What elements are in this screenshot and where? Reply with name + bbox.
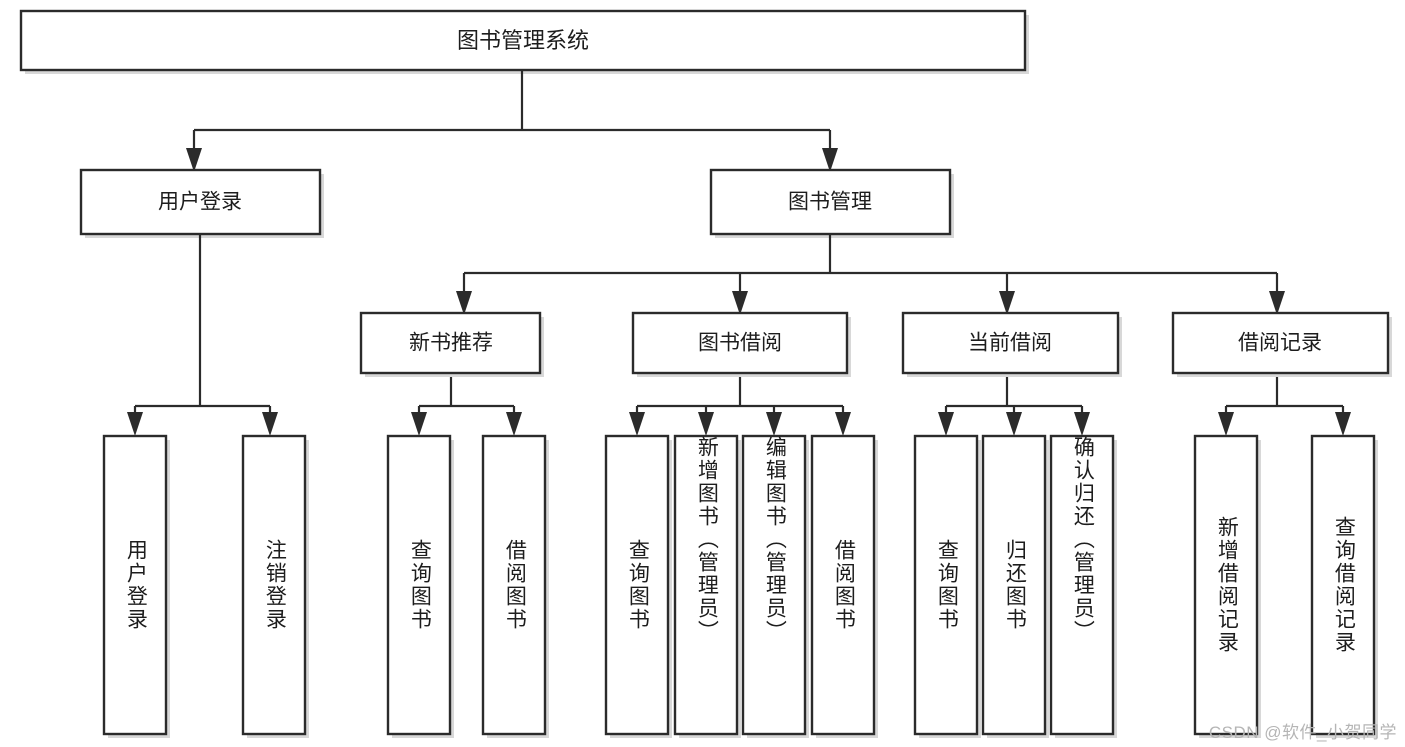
connector-newbook-to-leaves	[417, 377, 516, 420]
leaf-box-user-login-0[interactable]	[102, 434, 168, 736]
arrowhead-leaf	[1006, 412, 1022, 436]
arrowhead-leaf	[506, 412, 522, 436]
leaf-box-borrow-record-0[interactable]	[1193, 434, 1259, 736]
connector-userlogin-to-leaves	[133, 234, 272, 420]
node-book-borrow-box[interactable]	[631, 311, 849, 375]
leaf-boxes[interactable]	[102, 434, 1376, 736]
leaf-box-book-borrow-2[interactable]	[741, 434, 807, 736]
node-user-login[interactable]: 用户登录	[79, 168, 322, 236]
leaf-box-book-borrow-3[interactable]	[810, 434, 876, 736]
node-root-box[interactable]	[19, 9, 1027, 72]
leaf-box-new-book-1[interactable]	[481, 434, 547, 736]
node-user-login-box[interactable]	[79, 168, 322, 236]
node-new-book-recommend-box[interactable]	[359, 311, 542, 375]
node-root-label: 图书管理系统	[457, 28, 589, 53]
node-book-management-box[interactable]	[709, 168, 952, 236]
node-new-book-recommend[interactable]: 新书推荐	[359, 311, 542, 375]
node-current-borrow-label: 当前借阅	[968, 332, 1052, 355]
arrowhead-leaf	[835, 412, 851, 436]
node-borrow-record[interactable]: 借阅记录	[1171, 311, 1390, 375]
arrowhead-to-new-book	[456, 291, 472, 315]
arrowhead-to-current-borrow	[999, 291, 1015, 315]
connector-root-to-level1	[192, 70, 832, 158]
arrowhead-to-borrow-record	[1269, 291, 1285, 315]
arrowhead-to-book-borrow	[732, 291, 748, 315]
node-current-borrow[interactable]: 当前借阅	[901, 311, 1120, 375]
node-book-management[interactable]: 图书管理	[709, 168, 952, 236]
arrowhead-leaf	[1335, 412, 1351, 436]
connector-bookmanage-to-level2	[462, 234, 1279, 301]
connectors	[127, 70, 1351, 436]
connector-bookborrow-to-leaves	[635, 377, 845, 420]
node-user-login-label: 用户登录	[158, 191, 242, 214]
arrowhead-leaf	[766, 412, 782, 436]
node-book-borrow[interactable]: 图书借阅	[631, 311, 849, 375]
arrowhead-leaf	[629, 412, 645, 436]
node-root[interactable]: 图书管理系统	[19, 9, 1027, 72]
arrowhead-leaf	[698, 412, 714, 436]
leaf-box-current-borrow-0[interactable]	[913, 434, 979, 736]
leaf-box-current-borrow-2[interactable]	[1049, 434, 1115, 736]
leaf-box-current-borrow-1[interactable]	[981, 434, 1047, 736]
arrowhead-to-book-manage	[822, 148, 838, 172]
arrowhead-leaf	[127, 412, 143, 436]
node-book-borrow-label: 图书借阅	[698, 332, 782, 355]
node-new-book-recommend-label: 新书推荐	[409, 332, 493, 355]
leaf-box-book-borrow-0[interactable]	[604, 434, 670, 736]
arrowhead-leaf	[938, 412, 954, 436]
arrowhead-to-user-login	[186, 148, 202, 172]
leaf-box-new-book-0[interactable]	[386, 434, 452, 736]
leaf-box-book-borrow-1[interactable]	[673, 434, 739, 736]
leaf-box-user-login-1[interactable]	[241, 434, 307, 736]
arrowhead-leaf	[1074, 412, 1090, 436]
leaf-box-borrow-record-1[interactable]	[1310, 434, 1376, 736]
arrowhead-leaf	[262, 412, 278, 436]
node-borrow-record-box[interactable]	[1171, 311, 1390, 375]
node-current-borrow-box[interactable]	[901, 311, 1120, 375]
arrowhead-leaf	[1218, 412, 1234, 436]
watermark-text: CSDN @软件_小贺同学	[1208, 723, 1397, 742]
node-book-management-label: 图书管理	[788, 191, 872, 214]
node-borrow-record-label: 借阅记录	[1238, 332, 1322, 355]
connector-borrowrecord-to-leaves	[1224, 377, 1345, 420]
arrowhead-leaf	[411, 412, 427, 436]
